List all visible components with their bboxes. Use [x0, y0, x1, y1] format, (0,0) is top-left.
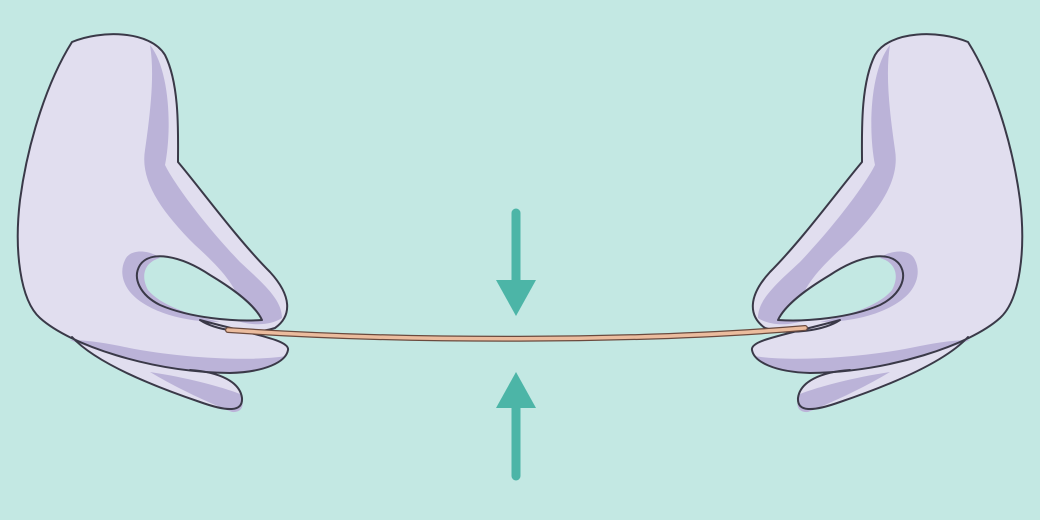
arrow-up-icon [496, 372, 536, 481]
floss-strand [226, 326, 807, 341]
right-lower-finger-shade [797, 372, 890, 413]
left-thumb-gap [136, 256, 262, 321]
left-thumb-gap-outline [135, 255, 263, 322]
left-glove-shade [144, 45, 282, 325]
right-thumb-gap-shade [820, 251, 918, 322]
right-gloved-hand-icon [751, 33, 1024, 413]
right-thumb-shade [754, 340, 970, 373]
left-gloved-hand-icon [16, 33, 289, 413]
right-thumb-gap [778, 256, 904, 321]
right-lower-finger-outline [796, 336, 969, 410]
left-thumb-shade [70, 340, 286, 373]
left-lower-finger-outline [71, 336, 244, 410]
left-lower-finger-shade [150, 372, 243, 413]
arrow-down-icon [496, 208, 536, 316]
left-thumb-gap-shade [122, 251, 220, 322]
right-glove-shade [758, 45, 896, 325]
right-thumb-gap-outline [777, 255, 905, 322]
